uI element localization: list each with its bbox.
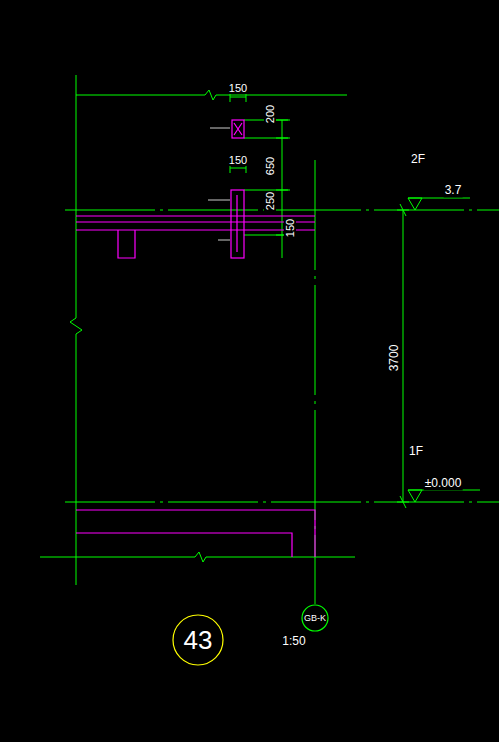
detail-number-circle: 43 bbox=[172, 614, 224, 666]
circle-text: 43 bbox=[184, 625, 213, 656]
circle-text: GB-K bbox=[304, 613, 326, 623]
dimension-text: 150 bbox=[284, 218, 296, 238]
dimension-text: 250 bbox=[264, 191, 276, 211]
level-mark: 3.7 bbox=[444, 184, 463, 197]
scale-note: 1:50 bbox=[281, 635, 306, 648]
level-mark: ±0.000 bbox=[424, 477, 463, 490]
axis-bubble: GB-K bbox=[301, 604, 329, 632]
dimension-text: 150 bbox=[228, 82, 248, 94]
floor-name: 2F bbox=[410, 153, 426, 166]
dimension-text: 650 bbox=[264, 156, 276, 176]
dimension-text: 200 bbox=[264, 104, 276, 124]
floor-name: 1F bbox=[408, 445, 424, 458]
dimension-text: 3700 bbox=[388, 344, 401, 373]
dimension-text: 150 bbox=[228, 154, 248, 166]
